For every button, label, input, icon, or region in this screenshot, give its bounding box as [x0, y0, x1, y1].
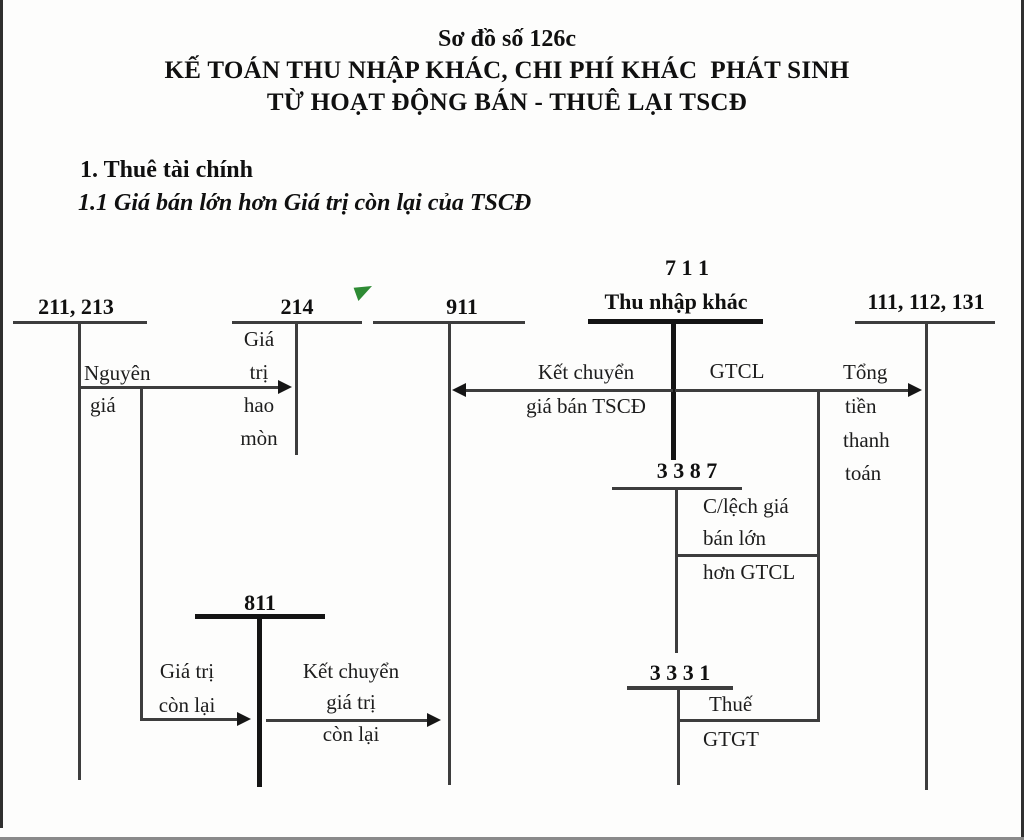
- account-111-112-131-topbar: [855, 321, 995, 324]
- flow-nguyen-gia-label-line1: Nguyên: [84, 361, 151, 385]
- gia-tri-hao-mon-line2: trị: [249, 360, 269, 384]
- flow-ket-chuyen-gtcl-line: [266, 719, 427, 722]
- diagram-title-line2: TỪ HOẠT ĐỘNG BÁN - THUÊ LẠI TSCĐ: [266, 89, 748, 116]
- page-left-border: [0, 0, 3, 828]
- flow-ket-chuyen-gtcl-arrowhead: [427, 713, 441, 727]
- account-911-stem: [448, 323, 451, 785]
- chenh-lech-label-line1: C/lệch giá: [703, 494, 789, 518]
- account-3387-stem: [675, 489, 678, 653]
- page-right-border: [1021, 0, 1024, 840]
- account-3331-label: 3 3 3 1: [649, 660, 711, 685]
- gia-tri-hao-mon-line3: hao: [243, 393, 275, 417]
- account-811-label: 811: [244, 590, 276, 615]
- flow-nguyen-gia-label-line2: giá: [90, 393, 116, 417]
- flow-nguyen-gia-line: [80, 386, 278, 389]
- tong-tien-label-line2: tiền: [845, 394, 877, 418]
- account-711-stem: [671, 320, 676, 460]
- page-bottom-border: [0, 837, 1024, 840]
- account-111-112-131-label: 111, 112, 131: [867, 289, 985, 314]
- account-811-stem: [257, 615, 262, 787]
- gia-tri-con-lai-label-line1: Giá trị: [159, 659, 215, 683]
- connector-3331-branch: [679, 719, 820, 722]
- gia-tri-hao-mon-line1: Giá: [243, 327, 275, 351]
- flow-ket-chuyen-gia-ban-label-line1: Kết chuyển: [537, 360, 635, 384]
- account-711-name: Thu nhập khác: [604, 289, 748, 314]
- account-911-label: 911: [446, 294, 478, 319]
- account-211-213-stem: [78, 323, 81, 780]
- diagram-title-line1: KẾ TOÁN THU NHẬP KHÁC, CHI PHÍ KHÁC PHÁT…: [164, 57, 850, 84]
- flow-gtcl-tong-tien-line: [675, 389, 908, 392]
- ket-chuyen-gtcl-label-line2: giá trị: [326, 690, 376, 714]
- tong-tien-label-line1: Tổng: [843, 360, 888, 384]
- account-711-number: 7 1 1: [665, 255, 709, 280]
- diagram-number-title: Sơ đồ số 126c: [438, 26, 576, 52]
- account-911-topbar: [373, 321, 525, 324]
- chenh-lech-label-line3: hơn GTCL: [703, 560, 796, 584]
- thue-gtgt-label-line1: Thuế: [709, 692, 753, 716]
- branch-down-from-nguyen-gia: [140, 388, 143, 721]
- account-111-112-131-stem: [925, 323, 928, 790]
- flow-ket-chuyen-gia-ban-line: [466, 389, 673, 392]
- chenh-lech-label-line2: bán lớn: [703, 526, 767, 550]
- thue-gtgt-label-line2: GTGT: [703, 727, 759, 751]
- account-214-stem: [295, 323, 298, 455]
- ket-chuyen-gtcl-label-line1: Kết chuyển: [302, 659, 400, 683]
- account-214-topbar: [232, 321, 362, 324]
- flow-nguyen-gia-arrowhead: [278, 380, 292, 394]
- account-3387-topbar: [612, 487, 742, 490]
- account-214-label: 214: [280, 294, 314, 319]
- flow-ket-chuyen-gia-ban-arrowhead: [452, 383, 466, 397]
- tong-tien-label-line4: toán: [845, 461, 882, 485]
- flow-gia-tri-con-lai-arrowhead: [237, 712, 251, 726]
- flow-gia-tri-con-lai-line: [140, 718, 237, 721]
- connector-3387-branch: [677, 554, 820, 557]
- ket-chuyen-gtcl-label-line3: còn lại: [322, 722, 380, 746]
- comment-flag-icon: [353, 286, 372, 301]
- flow-gtcl-tong-tien-arrowhead: [908, 383, 922, 397]
- subsection-heading: 1.1 Giá bán lớn hơn Giá trị còn lại của …: [78, 190, 532, 216]
- gia-tri-hao-mon-line4: mòn: [240, 426, 278, 450]
- account-3331-topbar: [627, 686, 733, 690]
- flow-ket-chuyen-gia-ban-label-line2: giá bán TSCĐ: [526, 394, 646, 418]
- account-211-213-label: 211, 213: [38, 294, 114, 319]
- gia-tri-con-lai-label-line2: còn lại: [158, 693, 216, 717]
- tong-tien-label-line3: thanh: [843, 428, 890, 452]
- account-211-213-topbar: [13, 321, 147, 324]
- account-3331-stem: [677, 690, 680, 785]
- section-heading: 1. Thuê tài chính: [80, 157, 253, 183]
- account-3387-label: 3 3 8 7: [656, 458, 718, 483]
- flow-gtcl-label: GTCL: [709, 359, 765, 383]
